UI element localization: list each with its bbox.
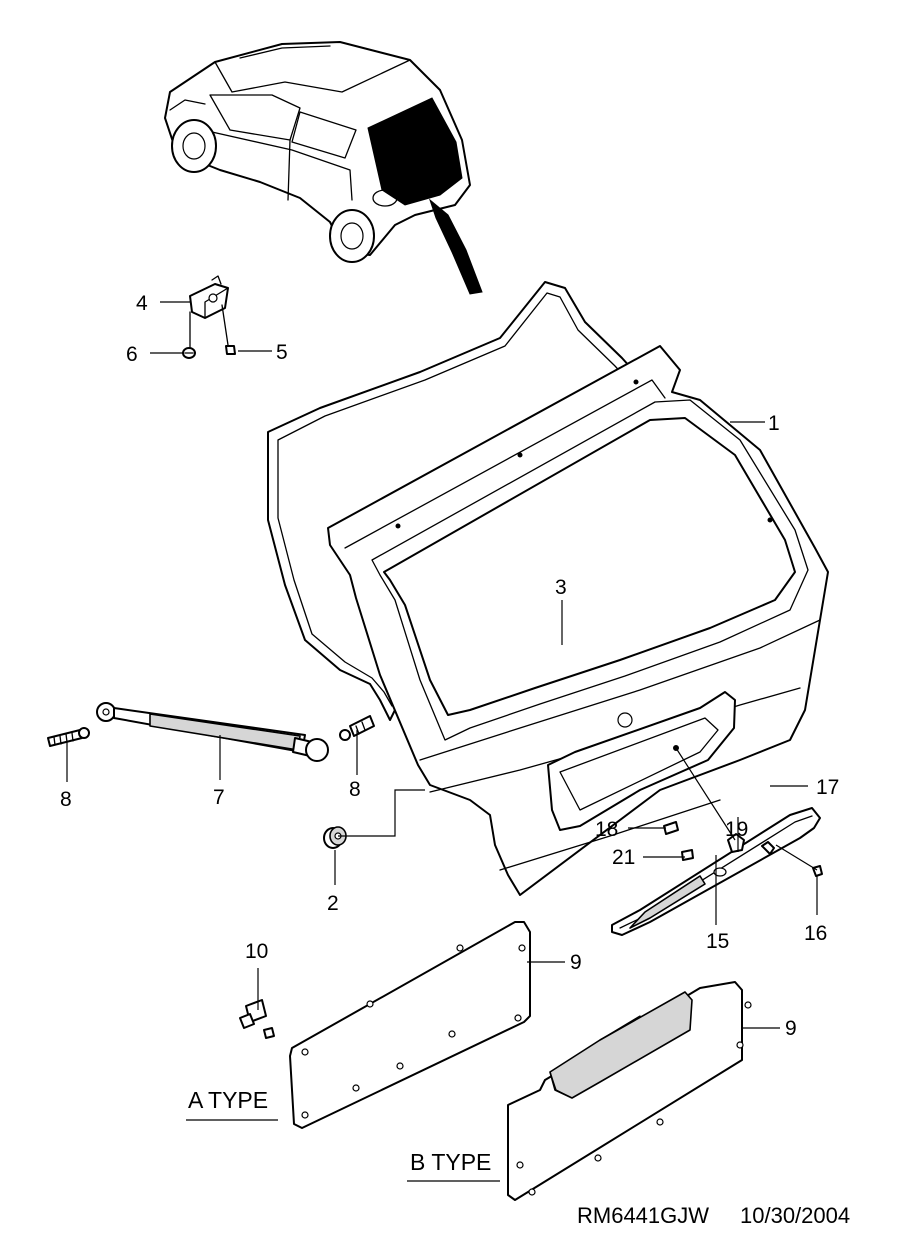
callout-18: 18 xyxy=(595,818,618,841)
callout-6: 6 xyxy=(126,343,138,366)
tailgate-hinge xyxy=(189,275,229,349)
drawing-code: RM6441GJW xyxy=(577,1203,709,1228)
garnish-clip xyxy=(727,833,745,853)
callout-16: 16 xyxy=(804,922,827,945)
garnish-grommet xyxy=(761,841,775,855)
trim-panel-b-type xyxy=(507,981,752,1201)
callout-9-b-type: 9 xyxy=(785,1017,797,1040)
callout-8-right: 8 xyxy=(349,778,361,801)
trim-panel-a-type xyxy=(289,921,531,1129)
variant-label-a-type: A TYPE xyxy=(188,1087,268,1113)
callout-9-a-type: 9 xyxy=(570,951,582,974)
garnish-screw xyxy=(812,865,823,877)
gas-stay xyxy=(96,702,329,762)
callout-3: 3 xyxy=(555,576,567,599)
callout-5: 5 xyxy=(276,341,288,364)
garnish-pin-18 xyxy=(663,821,679,835)
leader-lines xyxy=(66,301,818,1182)
trim-panel-clip xyxy=(239,999,275,1039)
variant-label-b-type: B TYPE xyxy=(410,1149,491,1175)
garnish-pin-21 xyxy=(681,849,694,861)
callout-2: 2 xyxy=(327,892,339,915)
callout-8-left: 8 xyxy=(60,788,72,811)
callout-7: 7 xyxy=(213,786,225,809)
callout-17: 17 xyxy=(816,776,839,799)
hinge-bolt xyxy=(225,345,236,355)
callout-4: 4 xyxy=(136,292,148,315)
callout-10: 10 xyxy=(245,940,268,963)
callout-1: 1 xyxy=(768,412,780,435)
drawing-date: 10/30/2004 xyxy=(740,1203,850,1228)
callout-19: 19 xyxy=(725,818,748,841)
tailgate-panel xyxy=(327,345,829,896)
latch-bumper xyxy=(323,826,347,849)
gas-stay-stud-left xyxy=(47,727,90,747)
callout-15: 15 xyxy=(706,930,729,953)
callout-labels: 1 2 3 4 5 6 7 8 8 9 9 10 15 16 17 18 19 … xyxy=(60,292,839,1040)
callout-21: 21 xyxy=(612,846,635,869)
vehicle-illustration xyxy=(164,41,483,295)
hinge-washer xyxy=(182,347,196,359)
